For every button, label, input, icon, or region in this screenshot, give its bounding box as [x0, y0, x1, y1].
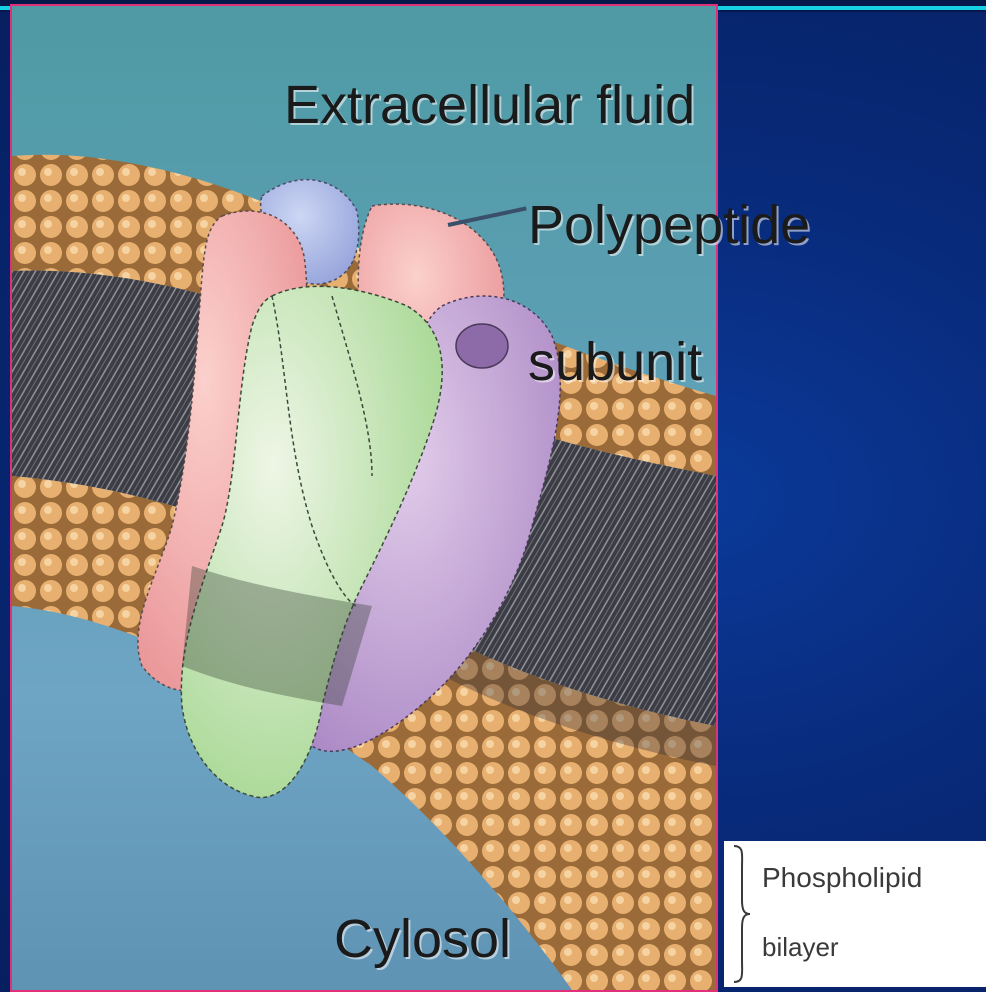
phospholipid-label: Phospholipid: [762, 864, 922, 892]
membrane-protein-illustration: [12, 6, 716, 990]
subunit-label: subunit: [528, 335, 702, 389]
extracellular-fluid-label: Extracellular fluid: [284, 78, 695, 132]
cytosol-label: Cylosol: [334, 912, 511, 966]
brace-icon: [730, 844, 754, 984]
bilayer-label: bilayer: [762, 934, 839, 960]
membrane-protein-figure: [12, 6, 716, 990]
polypeptide-label: Polypeptide: [528, 198, 810, 252]
